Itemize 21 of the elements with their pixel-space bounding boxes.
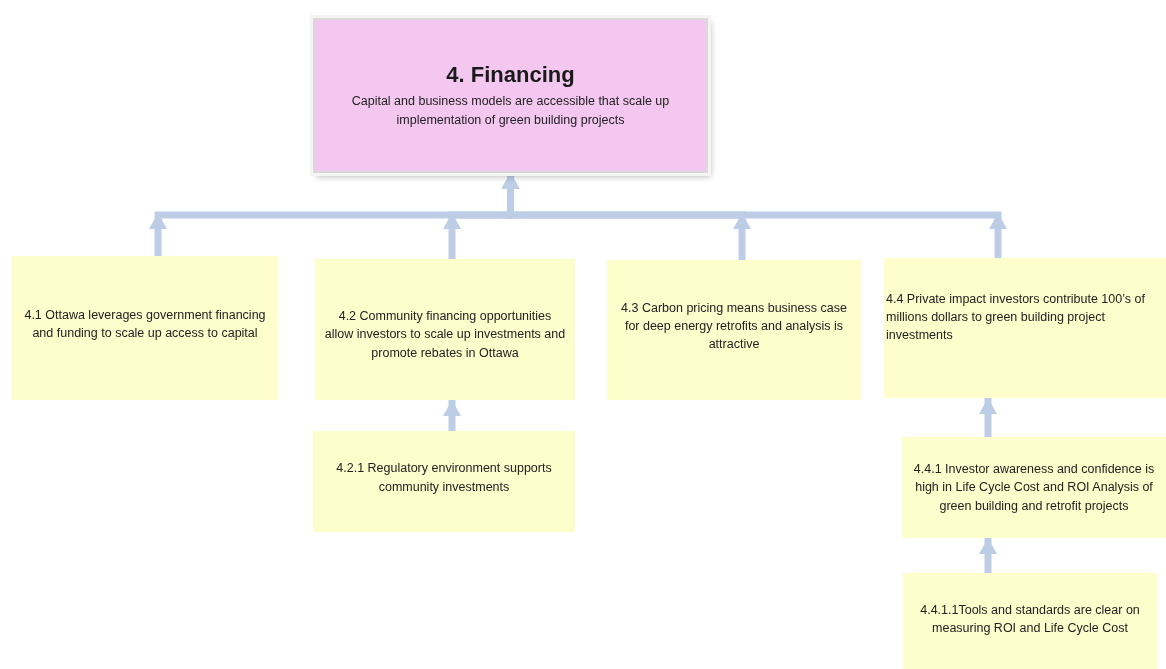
goal-heading: 4. Financing (446, 61, 575, 88)
outcome-text: 4.4.1.1Tools and standards are clear on measuring ROI and Life Cycle Cost (919, 601, 1141, 637)
outcome-text: 4.2.1 Regulatory environment supports community investments (335, 460, 553, 496)
outcome-text: 4.4 Private impact investors contribute 100’s of millions dollars to green building project investments (886, 290, 1146, 345)
arrow (979, 398, 997, 437)
outcome-box (315, 259, 575, 400)
outcome-box (313, 431, 575, 532)
arrow (979, 538, 997, 573)
arrow (501, 173, 1007, 258)
goal-description: Capital and business models are accessible that scale up implementation of green building projects (350, 92, 671, 129)
outcome-box (607, 260, 861, 400)
outcome-text: 4.2 Community financing opportunities allow investors to scale up investments and promote rebates in Ottawa (323, 308, 567, 362)
arrow (443, 400, 461, 431)
outcome-text: 4.3 Carbon pricing means business case for deep energy retrofits and analysis is attractive (620, 299, 848, 354)
outcome-box (12, 256, 278, 400)
outcome-text: 4.1 Ottawa leverages government financing and funding to scale up access to capital (23, 306, 267, 342)
outcome-box (884, 258, 1166, 398)
outcome-text: 4.4.1 Investor awareness and confidence is high in Life Cycle Cost and ROI Analysis of green building and retrofit projects (912, 461, 1156, 515)
outcome-box (903, 573, 1157, 669)
goal-box (313, 18, 708, 173)
outcome-box (902, 437, 1166, 538)
